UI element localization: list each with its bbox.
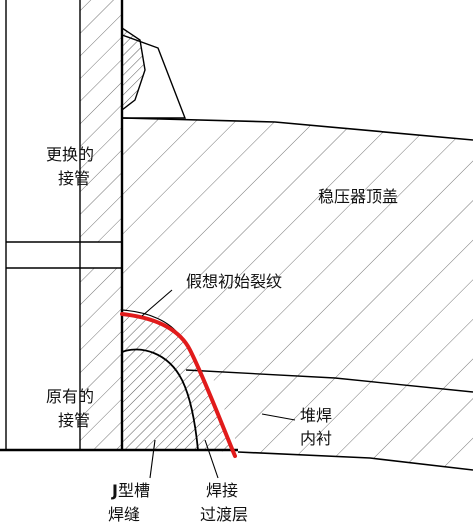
label-original-pipe-line1: 原有的 bbox=[46, 387, 94, 406]
cladding-layer bbox=[210, 370, 473, 470]
label-transition-layer-line1: 焊接 bbox=[206, 481, 238, 500]
leader-lines bbox=[141, 289, 296, 479]
outline-strokes bbox=[0, 0, 473, 471]
pressurizer-head-body bbox=[122, 118, 473, 392]
replaced-pipe-wall bbox=[80, 0, 122, 242]
label-cladding-line2: 内衬 bbox=[300, 429, 332, 448]
label-j-groove-weld-line2: 焊缝 bbox=[108, 505, 140, 524]
label-j-groove-rest: 型槽 bbox=[118, 481, 150, 500]
label-initial-crack: 假想初始裂纹 bbox=[186, 272, 282, 291]
label-original-pipe-line2: 接管 bbox=[58, 411, 90, 430]
label-cladding-line1: 堆焊 bbox=[300, 406, 332, 425]
initial-crack-line bbox=[120, 312, 237, 458]
label-replaced-pipe-line1: 更换的 bbox=[46, 145, 94, 164]
weld-transition-layer bbox=[122, 315, 233, 452]
original-pipe-wall bbox=[80, 268, 122, 450]
label-replaced-pipe-line2: 接管 bbox=[58, 169, 90, 188]
label-pressurizer-head: 稳压器顶盖 bbox=[318, 187, 398, 206]
label-j-prefix: J bbox=[111, 481, 118, 500]
label-transition-layer-line2: 过渡层 bbox=[200, 505, 248, 524]
label-j-groove-weld-line1: J型槽 bbox=[111, 481, 150, 500]
top-support bbox=[121, 34, 187, 119]
top-fillet-weld bbox=[121, 26, 146, 112]
j-groove-weld bbox=[122, 349, 198, 450]
